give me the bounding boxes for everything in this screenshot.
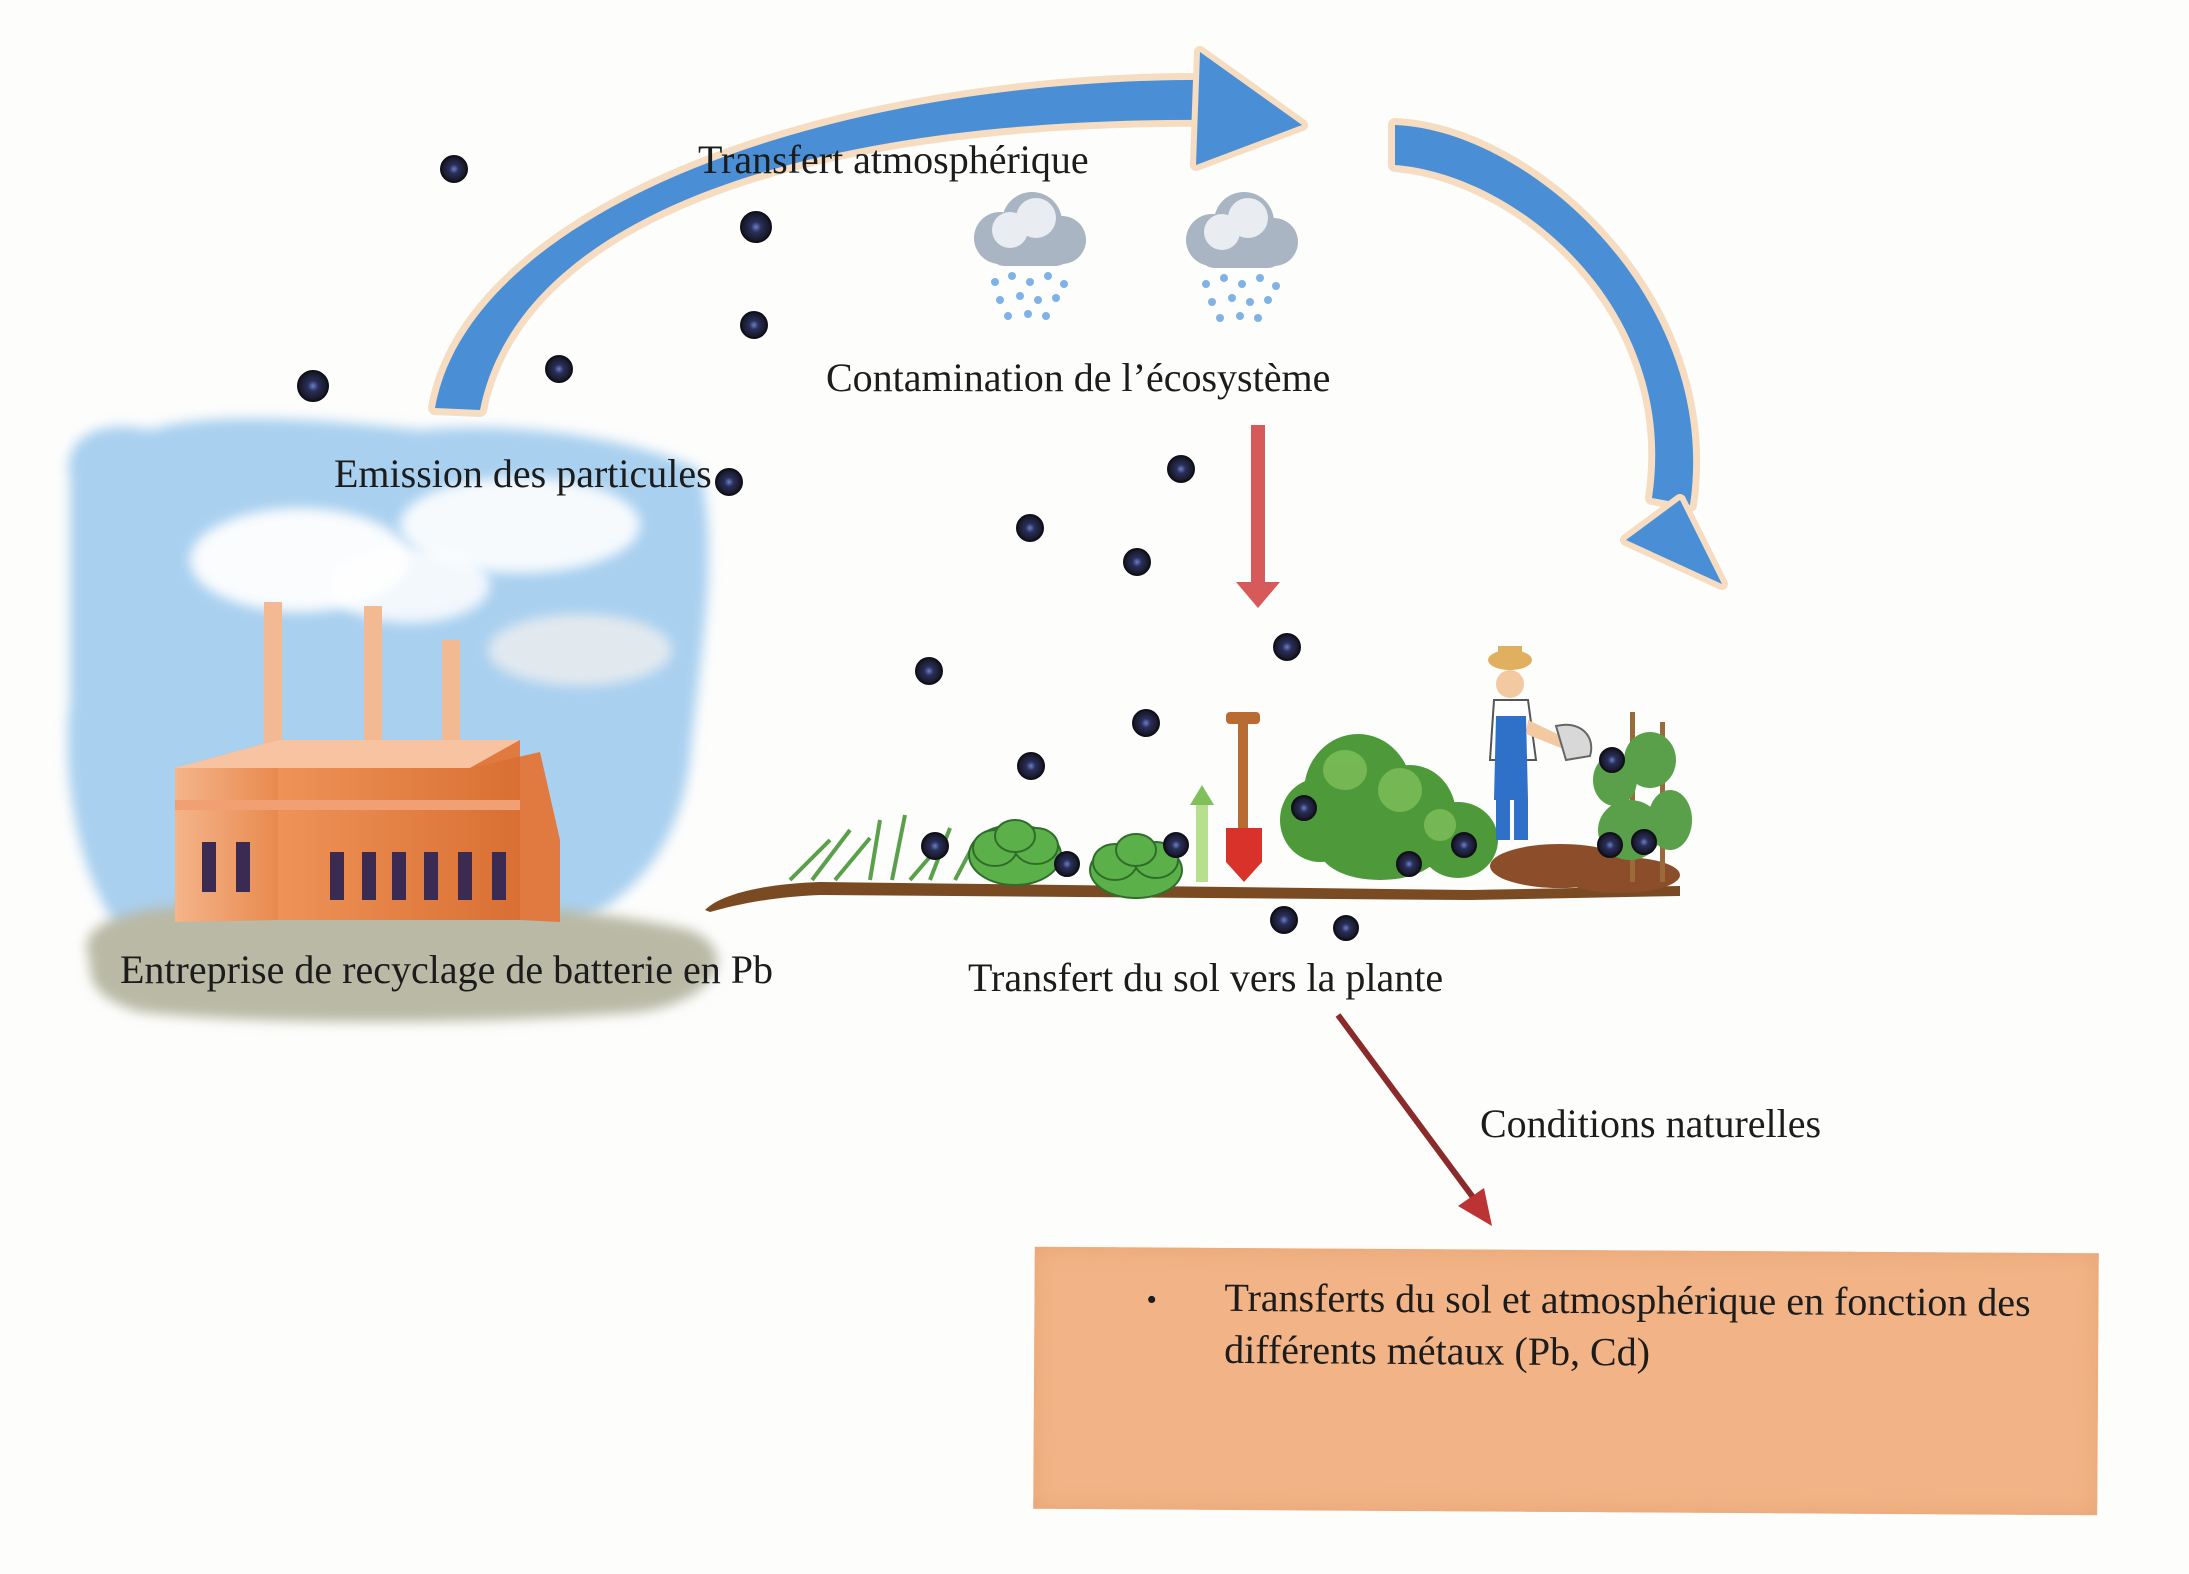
particles: [297, 155, 1657, 941]
particle-icon: [1270, 906, 1298, 934]
particle-icon: [297, 370, 329, 402]
result-box: • Transferts du sol et atmosphérique en …: [1033, 1246, 2099, 1516]
label-soil-to-plant-transfer: Transfert du sol vers la plante: [968, 955, 1444, 1000]
rain-cloud-icon: [974, 192, 1086, 320]
particle-icon: [1631, 829, 1657, 855]
label-ecosystem-contamination: Contamination de l’écosystème: [826, 355, 1331, 400]
bullet-icon: •: [1146, 1283, 1158, 1317]
particle-icon: [715, 468, 743, 496]
particle-icon: [915, 657, 943, 685]
particle-icon: [1123, 548, 1151, 576]
plants: [788, 712, 1680, 899]
particle-icon: [1167, 455, 1195, 483]
particle-icon: [1333, 915, 1359, 941]
contamination-down-arrow: [1236, 425, 1280, 608]
particle-icon: [440, 155, 468, 183]
shovel-icon: [1226, 712, 1262, 882]
particle-icon: [545, 355, 573, 383]
soil-ground: [705, 882, 1680, 912]
lettuce-icon: [968, 819, 1062, 886]
result-text: Transferts du sol et atmosphérique en fo…: [1224, 1274, 2031, 1375]
label-natural-conditions: Conditions naturelles: [1480, 1101, 1822, 1146]
particle-icon: [1599, 747, 1625, 773]
particle-icon: [1396, 851, 1422, 877]
particle-icon: [1132, 709, 1160, 737]
atmospheric-transfer-arrow-right: [1388, 118, 1728, 590]
leek-icon: [1190, 785, 1214, 882]
particle-icon: [740, 211, 772, 243]
label-atmospheric-transfer: Transfert atmosphérique: [698, 137, 1089, 182]
particle-icon: [1054, 851, 1080, 877]
rain-cloud-icon: [1186, 192, 1298, 322]
particle-icon: [921, 832, 949, 860]
natural-conditions-arrow: [1335, 1013, 1492, 1226]
atmospheric-transfer-arrow-left: [428, 46, 1308, 417]
particle-icon: [1016, 514, 1044, 542]
label-particle-emission: Emission des particules: [334, 451, 712, 496]
particle-icon: [740, 311, 768, 339]
gardener-icon: [1488, 646, 1593, 840]
label-recycling-company: Entreprise de recyclage de batterie en P…: [120, 947, 774, 992]
particle-icon: [1597, 832, 1623, 858]
particle-icon: [1291, 795, 1317, 821]
particle-icon: [1163, 832, 1189, 858]
particle-icon: [1451, 832, 1477, 858]
particle-icon: [1017, 752, 1045, 780]
particle-icon: [1273, 633, 1301, 661]
factory-icon: [67, 418, 718, 1022]
